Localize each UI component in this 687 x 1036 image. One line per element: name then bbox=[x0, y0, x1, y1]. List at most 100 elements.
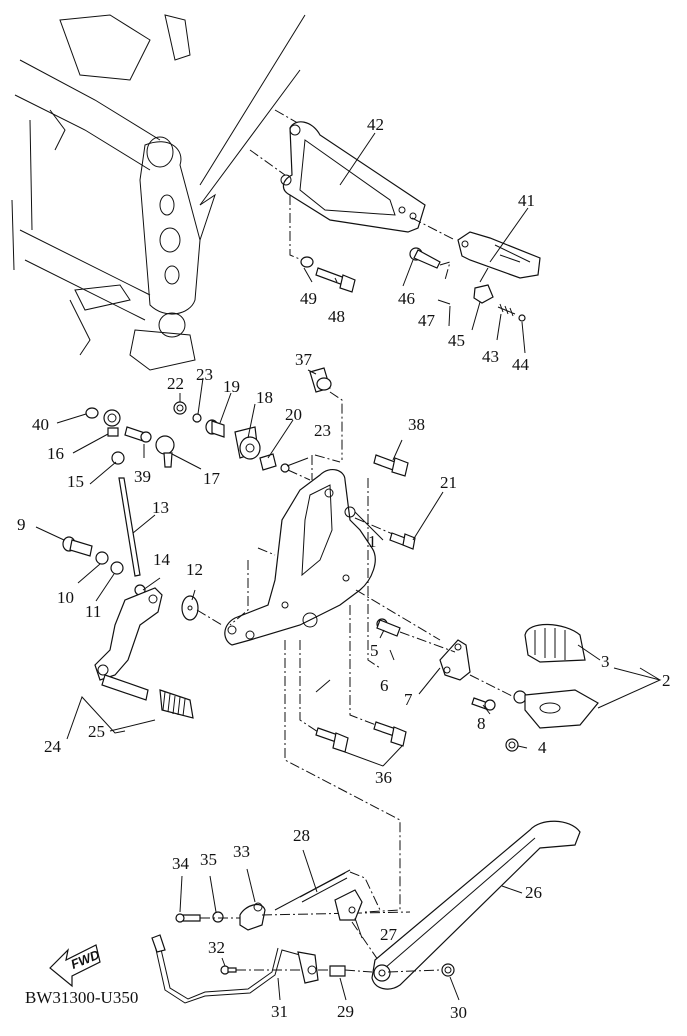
callout-3: 3 bbox=[601, 652, 610, 671]
part-19-bushing bbox=[205, 419, 225, 438]
part-10-washer bbox=[95, 551, 109, 565]
part-46-pin bbox=[409, 247, 441, 269]
callout-18: 18 bbox=[256, 388, 273, 407]
part-8-bolt bbox=[471, 697, 496, 711]
callout-7: 7 bbox=[404, 690, 413, 709]
callout-6: 6 bbox=[380, 676, 389, 695]
callout-1: 1 bbox=[368, 532, 377, 551]
part-12-washer bbox=[181, 595, 199, 621]
part-26-sidestand bbox=[371, 820, 581, 990]
part-9-pivot-bolt bbox=[62, 536, 93, 557]
part-34-bolt bbox=[175, 913, 201, 923]
callout-21: 21 bbox=[440, 473, 457, 492]
callout-36: 36 bbox=[375, 768, 392, 787]
part-39-bolt bbox=[124, 426, 152, 443]
part-29-bolt bbox=[329, 965, 346, 977]
part-27-stand-bracket bbox=[334, 889, 363, 921]
part-36-bolt-a bbox=[315, 727, 349, 753]
callout-30: 30 bbox=[450, 1003, 467, 1022]
callout-17: 17 bbox=[203, 469, 221, 488]
callout-4: 4 bbox=[538, 738, 547, 757]
callout-35: 35 bbox=[200, 850, 217, 869]
part-17-joint bbox=[155, 435, 175, 468]
callout-32: 32 bbox=[208, 938, 225, 957]
part-7-plate bbox=[439, 639, 471, 681]
callout-26: 26 bbox=[525, 883, 542, 902]
part-4-spring bbox=[505, 738, 519, 752]
frame-drawing bbox=[11, 14, 306, 371]
part-25-pedal-rubber bbox=[159, 689, 194, 719]
part-21-bolt bbox=[389, 532, 416, 550]
part-6-cotter bbox=[389, 649, 395, 661]
part-28-spring bbox=[274, 869, 351, 911]
part-3-footrest-rubber bbox=[524, 623, 586, 663]
callout-10: 10 bbox=[57, 588, 74, 607]
callout-9: 9 bbox=[17, 515, 26, 534]
callout-2: 2 bbox=[662, 671, 671, 690]
drawing-code: BW31300-U350 bbox=[25, 988, 138, 1007]
callout-34: 34 bbox=[172, 854, 190, 873]
part-44-ball bbox=[518, 314, 526, 322]
part-22-nut bbox=[173, 401, 187, 415]
callout-23: 23 bbox=[196, 365, 213, 384]
callout-28: 28 bbox=[293, 826, 310, 845]
part-47-cotter bbox=[437, 299, 451, 305]
callout-44: 44 bbox=[512, 355, 530, 374]
callout-47: 47 bbox=[418, 311, 436, 330]
callout-23b: 23 bbox=[314, 421, 331, 440]
part-23-washer bbox=[192, 413, 202, 423]
part-48-bolt bbox=[315, 267, 356, 293]
callout-48: 48 bbox=[328, 307, 345, 326]
callout-38: 38 bbox=[408, 415, 425, 434]
callout-labels: 42 41 49 48 46 47 45 43 44 37 40 16 39 1… bbox=[17, 115, 671, 1022]
part-30-nut bbox=[441, 963, 455, 977]
leader-lines bbox=[35, 132, 662, 1001]
part-38-bolt bbox=[373, 454, 409, 477]
callout-16: 16 bbox=[47, 444, 64, 463]
callout-45: 45 bbox=[448, 331, 465, 350]
callout-24: 24 bbox=[44, 737, 62, 756]
callout-46: 46 bbox=[398, 289, 415, 308]
callout-19: 19 bbox=[223, 377, 240, 396]
part-45-plate bbox=[473, 284, 494, 304]
callout-41: 41 bbox=[518, 191, 535, 210]
callout-13: 13 bbox=[152, 498, 169, 517]
callout-8: 8 bbox=[477, 714, 486, 733]
part-36-bolt-b bbox=[373, 721, 407, 747]
part-1-footrest-bracket bbox=[224, 468, 376, 646]
part-33-bracket bbox=[239, 902, 266, 931]
callout-42: 42 bbox=[367, 115, 384, 134]
part-49-washer bbox=[300, 256, 314, 268]
part-18-collar bbox=[234, 426, 261, 460]
callout-14: 14 bbox=[153, 550, 171, 569]
part-42-bracket bbox=[280, 121, 426, 233]
callout-40: 40 bbox=[32, 415, 49, 434]
part-11-washer bbox=[110, 561, 124, 575]
callout-31: 31 bbox=[271, 1002, 288, 1021]
part-31-sidestand-switch bbox=[151, 934, 319, 1004]
part-16-rod-end bbox=[103, 409, 121, 437]
callout-20: 20 bbox=[285, 405, 302, 424]
callout-12: 12 bbox=[186, 560, 203, 579]
part-2-footrest bbox=[513, 689, 599, 729]
callout-33: 33 bbox=[233, 842, 250, 861]
callout-39: 39 bbox=[134, 467, 151, 486]
callout-29: 29 bbox=[337, 1002, 354, 1021]
callout-49: 49 bbox=[300, 289, 317, 308]
callout-37: 37 bbox=[295, 350, 313, 369]
part-35-washer bbox=[212, 911, 224, 923]
callout-15: 15 bbox=[67, 472, 84, 491]
callout-43: 43 bbox=[482, 347, 499, 366]
part-24-shift-pedal bbox=[94, 587, 163, 701]
callout-5: 5 bbox=[370, 641, 379, 660]
part-40-washer bbox=[85, 407, 99, 419]
part-15-nut bbox=[111, 451, 125, 465]
part-37-collar bbox=[309, 367, 332, 393]
part-43-spring bbox=[497, 303, 516, 317]
part-5-pin bbox=[376, 618, 401, 637]
callout-11: 11 bbox=[85, 602, 101, 621]
callout-22: 22 bbox=[167, 374, 184, 393]
part-20-collar bbox=[259, 453, 277, 471]
